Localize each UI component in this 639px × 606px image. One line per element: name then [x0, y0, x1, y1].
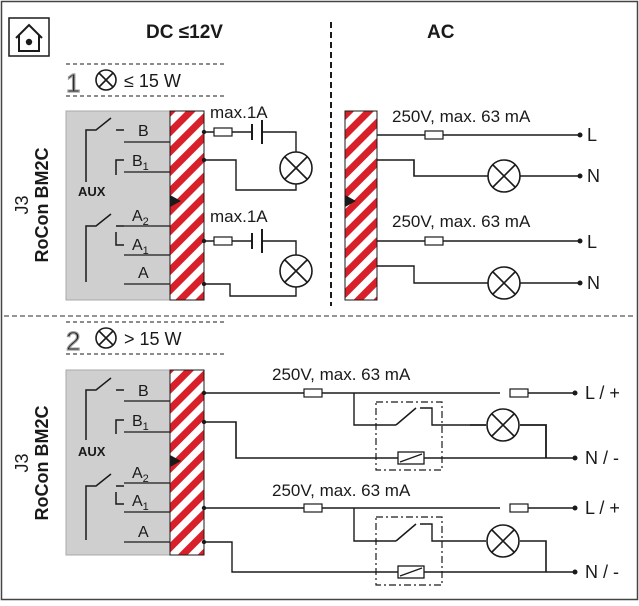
device-name-line1: J3	[12, 453, 32, 472]
aux-label: AUX	[78, 184, 106, 199]
relay-box-2	[375, 516, 443, 586]
fuse-2-label: 250V, max. 63 mA	[272, 481, 411, 500]
terminal-a2: A2	[132, 208, 149, 228]
ac-lamp-2	[487, 266, 521, 300]
strip-marker	[170, 195, 181, 207]
device-name-line2: RoCon BM2C	[32, 148, 52, 263]
section-1: 1 ≤ 15 W J3 RoCon BM2C AUX B B1 A2 A1 A …	[12, 63, 600, 301]
section-2-number: 2	[66, 326, 80, 356]
fuse-1	[303, 388, 323, 398]
device-body	[65, 369, 177, 556]
load-fuse-2	[509, 503, 529, 513]
ac-n-1: N	[587, 166, 600, 186]
n-minus-1: N / -	[585, 448, 619, 468]
battery-1	[251, 120, 263, 144]
battery-2	[251, 229, 263, 253]
terminal-b1: B1	[132, 153, 149, 173]
fuse-1-label: 250V, max. 63 mA	[272, 365, 411, 384]
fuse-2	[303, 503, 323, 513]
lamp-1	[279, 151, 313, 185]
strip-marker	[170, 455, 181, 467]
dc-fuse-1	[213, 127, 233, 137]
dc-fuse-2-label: max.1A	[210, 207, 268, 226]
lamp-icon	[95, 327, 117, 349]
ac-strip-marker	[345, 195, 356, 207]
terminal-a: A	[138, 265, 149, 282]
ac-fuse-1	[424, 130, 444, 140]
dc-fuse-2	[213, 236, 233, 246]
device-name-line2: RoCon BM2C	[32, 406, 52, 521]
ac-lamp-1	[487, 159, 521, 193]
relay-contact-2	[395, 523, 417, 542]
section-2-power: > 15 W	[124, 329, 182, 349]
home-icon	[8, 17, 50, 57]
device-name-line1: J3	[12, 195, 32, 214]
terminal-b1: B1	[132, 413, 149, 433]
lamp-2	[279, 254, 313, 288]
lamp-upper	[486, 408, 520, 442]
dc-fuse-1-label: max.1A	[210, 103, 268, 122]
terminal-a1: A1	[132, 237, 149, 257]
l-plus-2: L / +	[585, 498, 620, 518]
section-2: 2 > 15 W J3 RoCon BM2C AUX B B1 A2 A1 A …	[12, 321, 620, 586]
terminal-a1: A1	[132, 493, 149, 513]
lamp-lower	[486, 524, 520, 558]
ac-fuse-1-label: 250V, max. 63 mA	[392, 107, 531, 126]
terminal-a: A	[138, 524, 149, 541]
terminal-b: B	[138, 123, 149, 140]
ac-fuse-2-label: 250V, max. 63 mA	[392, 212, 531, 231]
l-plus-1: L / +	[585, 383, 620, 403]
ac-terminal-strip	[344, 110, 378, 301]
device-label-1: J3 RoCon BM2C	[12, 148, 52, 263]
relay-contact-1	[395, 407, 417, 426]
n-minus-2: N / -	[585, 562, 619, 582]
relay-box-1	[375, 401, 443, 471]
ac-l-2: L	[587, 232, 597, 252]
device-label-2: J3 RoCon BM2C	[12, 406, 52, 521]
terminal-a2: A2	[132, 465, 149, 485]
terminal-b: B	[138, 383, 149, 400]
lamp-icon	[95, 69, 117, 91]
ac-title: AC	[427, 22, 455, 43]
device-body	[65, 110, 177, 301]
ac-l-1: L	[587, 125, 597, 145]
aux-label: AUX	[78, 444, 106, 459]
load-fuse-1	[509, 388, 529, 398]
ac-fuse-2	[424, 236, 444, 246]
ac-n-2: N	[587, 273, 600, 293]
section-1-power: ≤ 15 W	[124, 71, 181, 91]
terminal-strip	[169, 110, 205, 301]
section-1-number: 1	[66, 68, 80, 98]
dc-title: DC ≤12V	[146, 22, 223, 43]
